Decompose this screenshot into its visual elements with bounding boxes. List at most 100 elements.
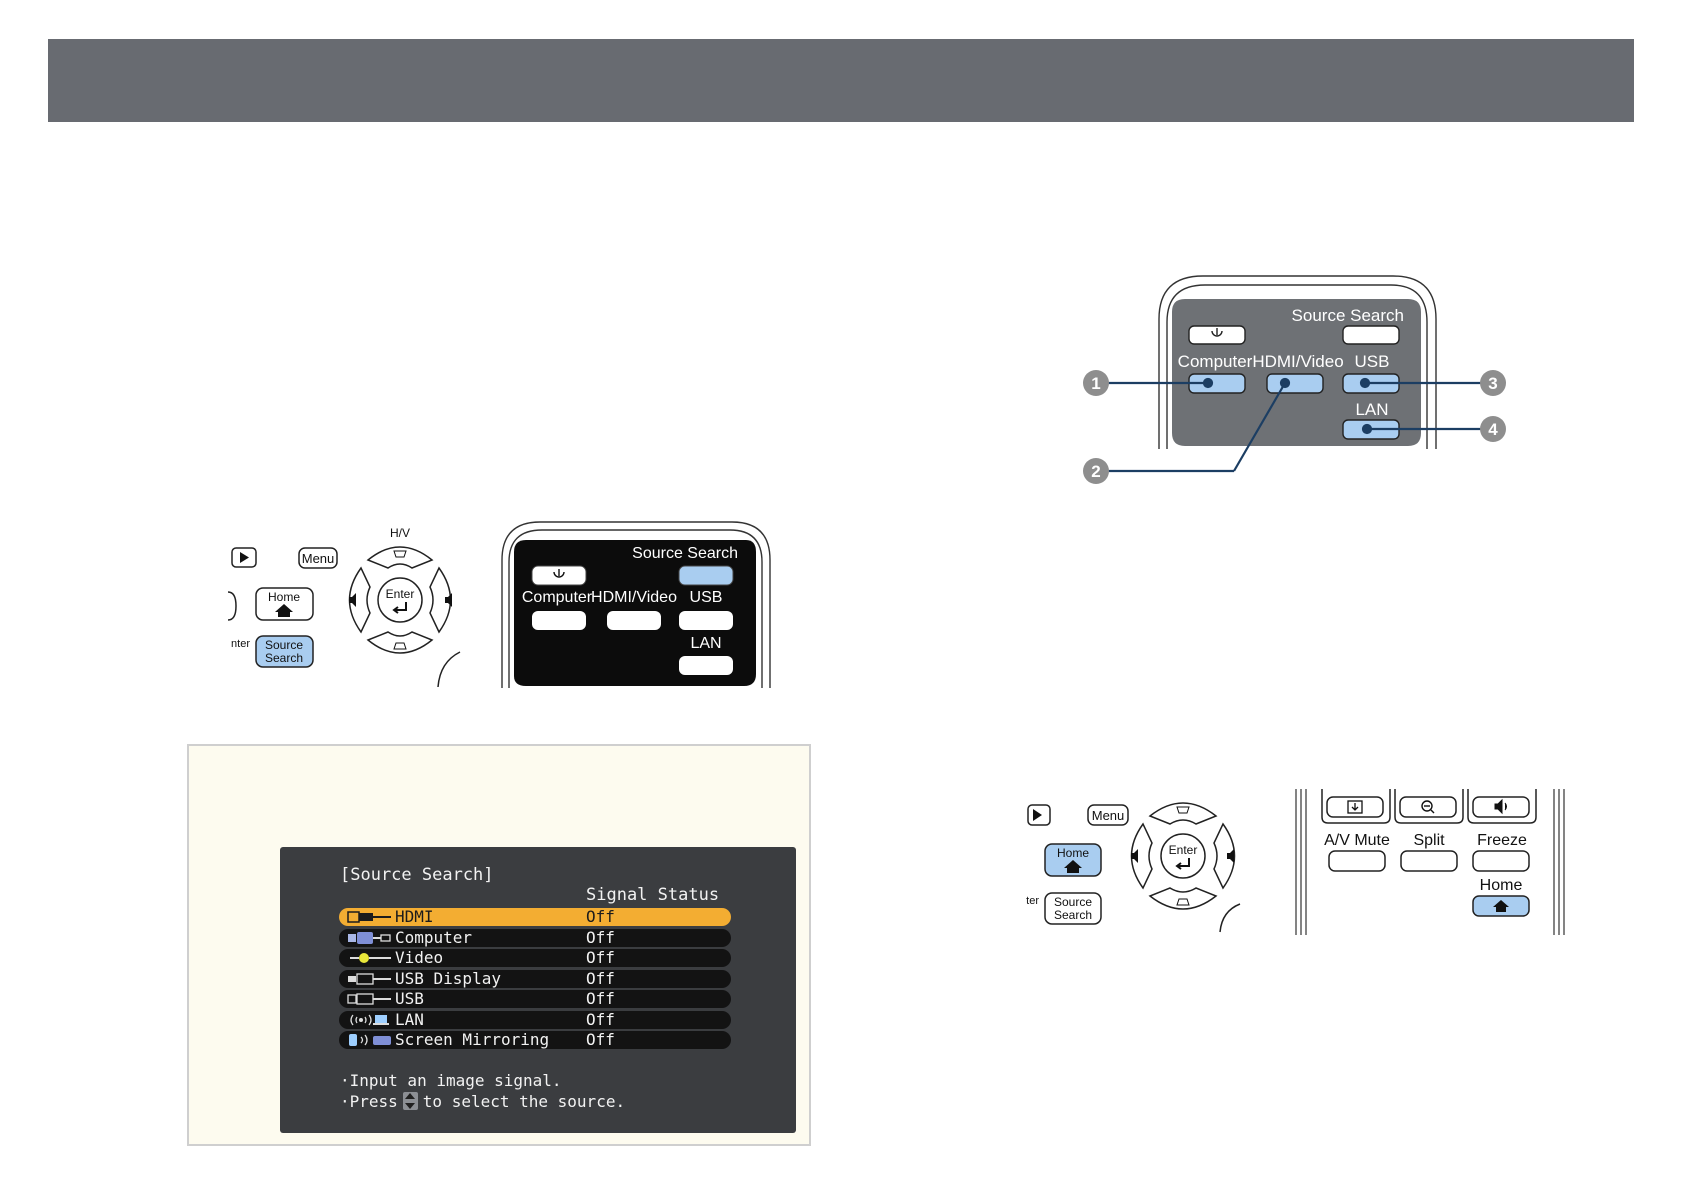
home-panel-figure: Menu Home ter Source Search Enter (1026, 786, 1281, 934)
computer-label: Computer (1178, 352, 1253, 371)
keystone-up-button[interactable] (1148, 802, 1218, 825)
source-row-video[interactable]: Video Off (339, 949, 731, 967)
source-list: HDMI Off Computer Off Video (339, 908, 731, 1052)
keystone-down-button[interactable] (1148, 887, 1218, 910)
hdmi-video-button[interactable] (1266, 373, 1324, 394)
search-label: Search (1054, 908, 1092, 922)
osd-instruction-1: ·Input an image signal. (340, 1071, 562, 1090)
keystone-icon (393, 550, 407, 650)
keystone-down-button[interactable] (366, 631, 434, 654)
enter-label: Enter (1169, 843, 1198, 857)
source-label: Source (265, 638, 303, 652)
power-icon (553, 569, 565, 578)
source-search-screenshot-box: [Source Search] Signal Status HDMI Off (187, 744, 811, 1146)
computer-label: Computer (522, 589, 593, 606)
source-row-computer[interactable]: Computer Off (339, 928, 731, 947)
lan-button[interactable] (679, 656, 733, 675)
volume-icon (1131, 849, 1234, 863)
remote-bottom-figure: A/V Mute Split Freeze Home (1290, 789, 1570, 937)
svg-text:2: 2 (1091, 462, 1100, 481)
speaker-icon (1494, 798, 1507, 815)
search-label: Search (265, 651, 303, 665)
source-search-screen: [Source Search] Signal Status HDMI Off (280, 847, 796, 1133)
hv-label: H/V (390, 526, 410, 540)
enter-label: Enter (386, 587, 415, 601)
source-row-screen-mirroring[interactable]: Screen Mirroring Off (339, 1031, 731, 1049)
freeze-label: Freeze (1477, 832, 1527, 849)
menu-button[interactable] (298, 547, 338, 569)
play-icon (240, 552, 249, 563)
split-label: Split (1413, 832, 1445, 849)
usb-label: USB (690, 589, 723, 606)
av-mute-label: A/V Mute (1324, 832, 1390, 849)
hdmi-port-icon (347, 911, 391, 923)
source-row-lan[interactable]: LAN Off (339, 1010, 731, 1029)
download-icon (1347, 800, 1363, 814)
up-down-arrow-icon (402, 1092, 418, 1110)
zoom-out-icon (1421, 800, 1435, 814)
volume-down-button[interactable] (348, 566, 371, 634)
keystone-icon (1176, 806, 1190, 906)
keystone-up-button[interactable] (366, 546, 434, 569)
source-row-usb-display[interactable]: USB Display Off (339, 969, 731, 988)
lan-label: LAN (1355, 400, 1388, 419)
hdmi-video-label: HDMI/Video (591, 589, 677, 606)
source-search-button[interactable] (1044, 892, 1102, 925)
source-search-button[interactable] (1342, 325, 1400, 345)
enter-button[interactable] (377, 577, 423, 623)
callout-4: 4 (1480, 416, 1506, 442)
usb-display-port-icon (348, 972, 391, 985)
svg-text:3: 3 (1488, 374, 1497, 393)
home-icon (1493, 900, 1509, 912)
source-row-usb[interactable]: USB Off (339, 990, 731, 1008)
freeze-button[interactable] (1472, 850, 1530, 872)
source-search-label: Source Search (1292, 306, 1404, 325)
menu-label: Menu (302, 551, 335, 566)
source-search-button[interactable] (255, 635, 314, 668)
power-icon (1211, 328, 1223, 337)
usb-label: USB (1355, 352, 1390, 371)
callout-1: 1 (1083, 370, 1109, 396)
source-search-button[interactable] (678, 565, 734, 586)
computer-button[interactable] (532, 611, 586, 630)
remote-callout-figure: Source Search Computer HDMI/Video USB LA… (1075, 272, 1515, 502)
osd-title: [Source Search] (340, 865, 494, 885)
menu-label: Menu (1092, 808, 1125, 823)
usb-button[interactable] (679, 611, 733, 630)
callout-2: 2 (1083, 458, 1109, 484)
home-label: Home (268, 590, 300, 604)
lan-wireless-icon (350, 1014, 389, 1025)
svg-text:4: 4 (1488, 420, 1498, 439)
signal-status-header: Signal Status (586, 885, 720, 905)
enter-partial-label: nter (231, 638, 250, 650)
zoom-out-button[interactable] (1399, 796, 1457, 818)
volume-up-button[interactable] (429, 566, 452, 634)
volume-down-button[interactable] (1130, 822, 1153, 890)
av-mute-button[interactable] (1328, 850, 1386, 872)
usb-port-icon (347, 993, 391, 1005)
page-header-bar (48, 39, 1634, 122)
callout-3: 3 (1480, 370, 1506, 396)
menu-button[interactable] (1087, 804, 1129, 826)
screen-mirroring-icon (349, 1034, 391, 1046)
svg-text:1: 1 (1091, 374, 1100, 393)
home-label: Home (1057, 846, 1089, 860)
computer-port-icon (348, 931, 391, 944)
callout-lines (1098, 377, 1491, 473)
home-icon (275, 604, 293, 617)
split-button[interactable] (1400, 850, 1458, 872)
remote-top-figure: Source Search Computer HDMI/Video USB LA… (500, 520, 775, 688)
home-button[interactable] (255, 587, 314, 621)
volume-icon (349, 593, 452, 607)
video-port-icon (350, 953, 391, 963)
lan-label: LAN (690, 635, 721, 652)
hdmi-video-button[interactable] (607, 611, 661, 630)
play-icon (1033, 809, 1042, 821)
enter-icon (1175, 858, 1190, 870)
source-row-hdmi[interactable]: HDMI Off (339, 908, 731, 926)
hdmi-video-label: HDMI/Video (1252, 352, 1343, 371)
enter-button[interactable] (1160, 833, 1206, 879)
volume-up-button[interactable] (1213, 822, 1236, 890)
